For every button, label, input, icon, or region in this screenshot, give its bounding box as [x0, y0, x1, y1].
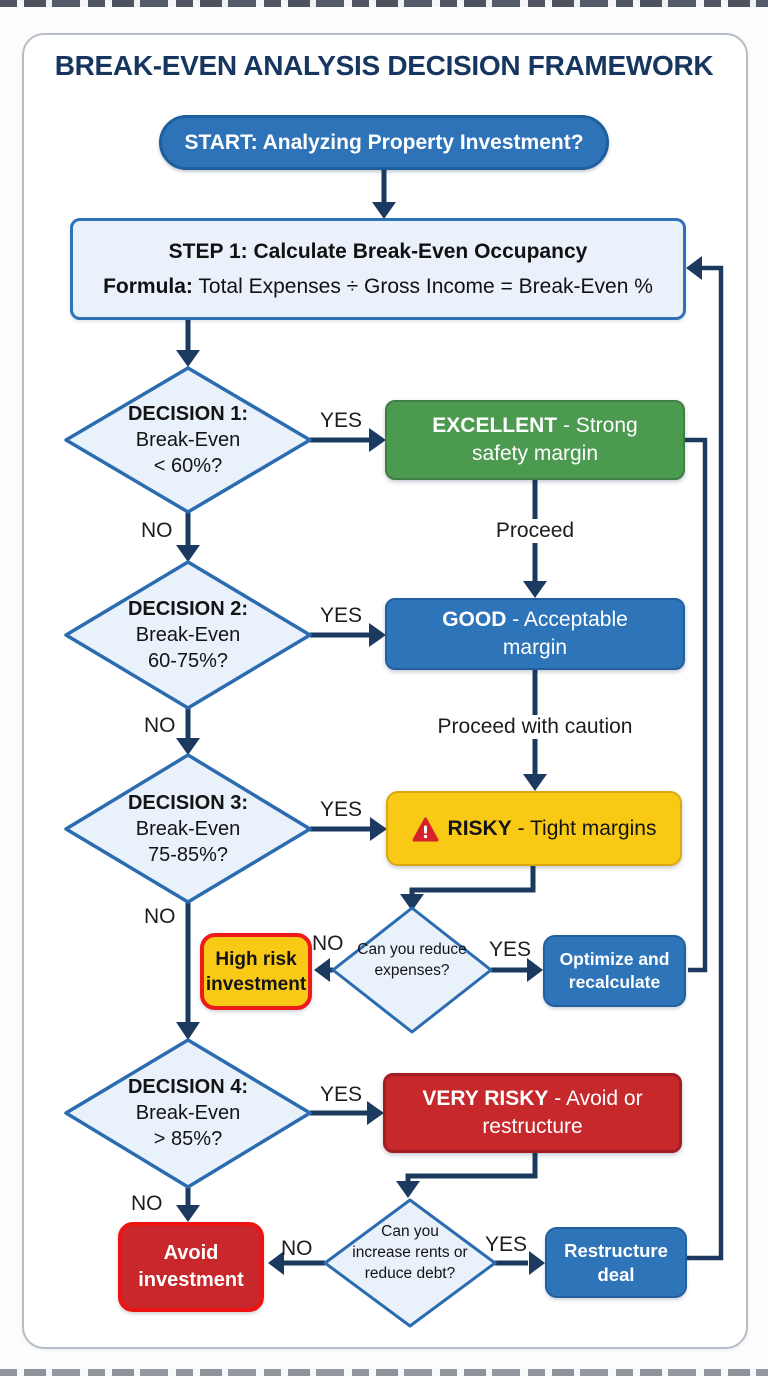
arrowhead-proceed-good — [523, 581, 547, 598]
arrowhead-decision4-yes — [367, 1101, 384, 1125]
arrowhead-decision2-yes — [369, 623, 386, 647]
decision4-text: DECISION 4: Break-Even > 85%? — [98, 1074, 278, 1152]
increase-rents-yes-label: YES — [485, 1233, 528, 1256]
restructure-node: Restructure deal — [545, 1227, 687, 1298]
good-rest: - Acceptable margin — [502, 608, 628, 659]
risky-label: RISKY - Tight margins — [448, 815, 657, 843]
reduce-expenses-diamond — [331, 906, 493, 1034]
risky-keyword: RISKY — [447, 816, 512, 840]
excellent-keyword: EXCELLENT — [432, 414, 558, 437]
decision4-line1: Break-Even — [135, 1102, 241, 1124]
arrowhead-decision3-yes — [370, 817, 387, 841]
excellent-node: EXCELLENT - Strong safety margin — [385, 400, 685, 480]
optimize-node: Optimize and recalculate — [543, 935, 686, 1007]
decision3-yes-label: YES — [320, 798, 363, 821]
increase-rents-diamond — [323, 1198, 497, 1328]
decision3-title: DECISION 3: — [127, 792, 249, 814]
arrowhead-risky-reduce-expenses — [400, 894, 424, 911]
decision1-diamond — [64, 366, 312, 514]
step1-formula-label: Formula: — [103, 274, 193, 298]
proceed-label: Proceed — [488, 519, 582, 543]
arrowhead-decision1-no — [176, 545, 200, 562]
decision4-title: DECISION 4: — [127, 1076, 249, 1098]
very-risky-rest: - Avoid or restructure — [482, 1087, 643, 1138]
arrowhead-reduce-expenses-yes — [527, 958, 543, 982]
good-label: GOOD - Acceptable margin — [430, 606, 640, 662]
arrowhead-caution-risky — [523, 774, 547, 791]
arrowhead-decision2-no — [176, 738, 200, 755]
decision4-diamond — [64, 1038, 312, 1189]
decision3-diamond — [64, 753, 312, 904]
start-node: START: Analyzing Property Investment? — [159, 115, 609, 170]
very-risky-keyword: VERY RISKY — [422, 1087, 549, 1110]
arrowhead-increase-rents-yes — [529, 1251, 545, 1275]
start-label: START: Analyzing Property Investment? — [184, 130, 584, 154]
decision1-text: DECISION 1: Break-Even < 60%? — [98, 401, 278, 479]
decision3-line1: Break-Even — [135, 818, 241, 840]
excellent-label: EXCELLENT - Strong safety margin — [415, 412, 655, 468]
decision1-yes-label: YES — [320, 409, 363, 432]
edge-risky-reduce-expenses — [409, 866, 536, 897]
very-risky-node: VERY RISKY - Avoid or restructure — [383, 1073, 682, 1153]
decision2-diamond — [64, 560, 312, 710]
reduce-expenses-text: Can you reduce expenses? — [357, 941, 467, 979]
decision1-title: DECISION 1: — [127, 403, 249, 425]
high-risk-node: High risk investment — [200, 933, 312, 1010]
arrowhead-loop-step1 — [686, 256, 702, 280]
decision4-yes-label: YES — [320, 1083, 363, 1106]
very-risky-label: VERY RISKY - Avoid or restructure — [408, 1085, 658, 1141]
step1-formula: Formula: Total Expenses ÷ Gross Income =… — [103, 275, 653, 299]
decision3-line2: 75-85%? — [147, 844, 229, 866]
good-keyword: GOOD — [442, 608, 507, 631]
cropped-edge-top — [0, 0, 768, 7]
step1-formula-text: Total Expenses ÷ Gross Income = Break-Ev… — [198, 274, 653, 298]
decision2-title: DECISION 2: — [127, 598, 249, 620]
decision2-line1: Break-Even — [135, 624, 241, 646]
decision4-line2: > 85%? — [153, 1128, 223, 1150]
arrowhead-step1-decision1 — [176, 350, 200, 367]
reduce-expenses-no-label: NO — [312, 932, 344, 955]
decision1-no-label: NO — [141, 519, 173, 542]
edge-restructure-step1-loop — [687, 265, 724, 1261]
risky-rest: - Tight margins — [517, 816, 657, 840]
decision3-text: DECISION 3: Break-Even 75-85%? — [98, 790, 278, 868]
warning-icon — [412, 817, 439, 842]
arrowhead-veryrisky-increase-rents — [396, 1181, 420, 1198]
arrowhead-decision3-no — [176, 1022, 200, 1040]
avoid-node: Avoid investment — [118, 1222, 264, 1312]
decision1-line2: < 60%? — [153, 455, 223, 477]
decision2-text: DECISION 2: Break-Even 60-75%? — [98, 596, 278, 674]
proceed-with-caution-label: Proceed with caution — [430, 715, 640, 739]
edge-veryrisky-increase-rents — [405, 1153, 538, 1183]
excellent-rest: - Strong safety margin — [471, 414, 638, 465]
step1-node: STEP 1: Calculate Break-Even Occupancy F… — [70, 218, 686, 320]
arrowhead-start-step1 — [372, 202, 396, 219]
edge-excellent-optimize-loop — [681, 437, 708, 973]
arrowhead-decision1-yes — [369, 428, 386, 452]
decision1-line1: Break-Even — [135, 429, 241, 451]
increase-rents-text: Can you increase rents or reduce debt? — [352, 1223, 468, 1282]
cropped-edge-bottom — [0, 1369, 768, 1376]
decision2-yes-label: YES — [320, 604, 363, 627]
risky-node: RISKY - Tight margins — [386, 791, 682, 866]
step1-title: STEP 1: Calculate Break-Even Occupancy — [168, 239, 588, 263]
reduce-expenses-yes-label: YES — [489, 938, 532, 961]
decision2-line2: 60-75%? — [147, 650, 229, 672]
decision4-no-label: NO — [131, 1192, 163, 1215]
decision3-no-label: NO — [144, 905, 176, 928]
increase-rents-no-label: NO — [281, 1237, 313, 1260]
good-node: GOOD - Acceptable margin — [385, 598, 685, 670]
decision2-no-label: NO — [144, 714, 176, 737]
arrowhead-increase-rents-no — [268, 1251, 284, 1275]
arrowhead-decision4-no — [176, 1205, 200, 1222]
page-title: BREAK-EVEN ANALYSIS DECISION FRAMEWORK — [54, 50, 714, 81]
arrowhead-reduce-expenses-no — [314, 958, 330, 982]
